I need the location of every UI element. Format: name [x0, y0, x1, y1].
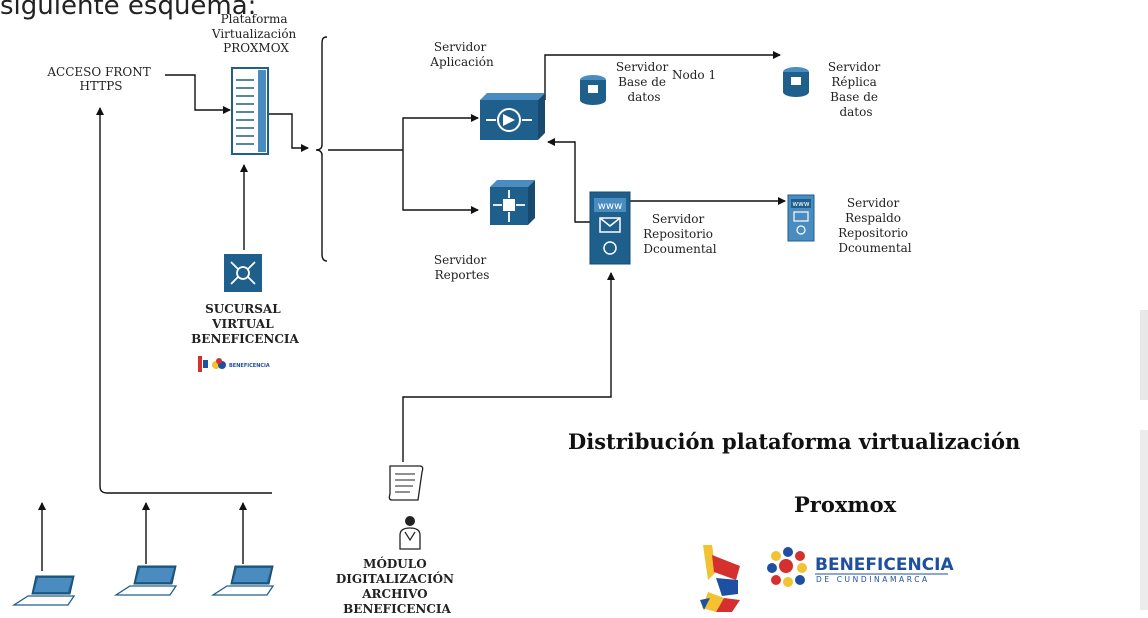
laptop-icon-1: [11, 575, 76, 606]
diagram-title-line-2: Proxmox: [794, 492, 897, 517]
repository-server-icon: www: [589, 191, 631, 265]
database-server-icon: [580, 75, 606, 105]
reports-server-icon: [490, 180, 535, 225]
sucursal-network-icon: [224, 254, 262, 292]
proxmox-server-icon: [231, 67, 269, 155]
sucursal-label: SUCURSAL VIRTUAL BENEFICENCIA: [191, 302, 299, 346]
replica-server-icon: [783, 67, 809, 97]
beneficencia-logo-text: BENEFICENCIA: [815, 555, 954, 575]
backup-server-icon: www: [787, 194, 815, 242]
laptop-icon-2: [113, 565, 178, 596]
cundinamarca-logo: [700, 545, 740, 612]
svg-text:www: www: [598, 201, 623, 212]
modulo-label: MÓDULO DIGITALIZACIÓN ARCHIVO BENEFICENC…: [336, 555, 458, 616]
document-scroll-icon: [388, 465, 424, 501]
beneficencia-logo: BENEFICENCIA DE CUNDINAMARCA: [767, 547, 954, 587]
backup-server-label: Servidor Respaldo Repositorio Dcoumental: [838, 196, 912, 255]
reports-server-label: Servidor Reportes: [434, 253, 490, 282]
proxmox-label: Plataforma Virtualización PROXMOX: [211, 12, 300, 55]
repository-server-label: Servidor Repositorio Dcoumental: [643, 212, 717, 256]
diagram-title-line-1: Distribución plataforma virtualización: [568, 429, 1020, 454]
connectors: [38, 36, 786, 571]
acceso-front-label: ACCESO FRONT HTTPS: [46, 65, 154, 93]
svg-text:BENEFICENCIA: BENEFICENCIA: [229, 363, 270, 369]
small-beneficencia-logo: BENEFICENCIA: [198, 356, 270, 372]
svg-text:www: www: [792, 200, 809, 208]
laptop-icon-3: [210, 565, 275, 596]
intro-text: siguiente esquema:: [0, 0, 256, 21]
beneficencia-logo-subtext: DE CUNDINAMARCA: [816, 575, 930, 584]
nodo-1-label: Nodo 1: [672, 68, 716, 82]
right-edge-decoration: [1140, 310, 1148, 610]
db-server-label: Servidor Base de datos: [616, 60, 672, 104]
person-icon: [399, 516, 421, 550]
application-server-icon: [480, 93, 545, 140]
replica-server-label: Servidor Réplica Base de datos: [828, 60, 884, 119]
app-server-label: Servidor Aplicación: [429, 40, 494, 69]
